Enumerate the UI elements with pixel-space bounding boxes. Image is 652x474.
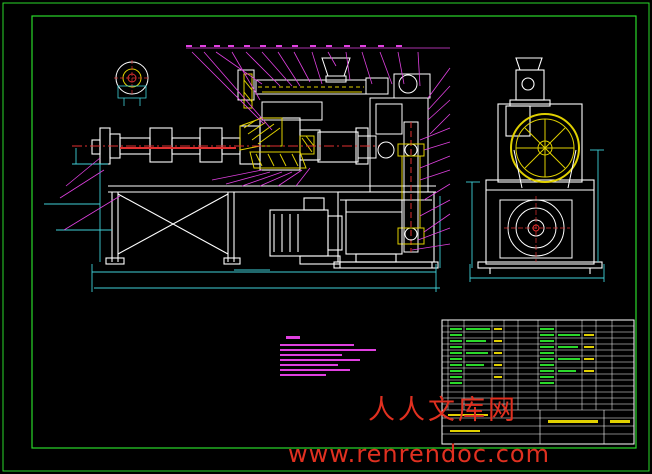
side-dimensions (466, 149, 605, 282)
pulley (510, 113, 580, 189)
feed-assembly (237, 57, 431, 193)
side-frame (477, 103, 603, 274)
side-motor (499, 196, 573, 262)
machine-stand (105, 185, 436, 265)
watermark-cn: 人人文库网 (368, 395, 518, 426)
title-block (442, 410, 634, 444)
table-text-yellow (494, 328, 594, 378)
front-view (72, 57, 439, 269)
part-leaders (59, 47, 451, 251)
extruder-barrel (91, 117, 369, 171)
screw-centerline (72, 145, 380, 149)
leader-label-marks (186, 45, 402, 47)
gearbox-pedestal (333, 191, 439, 269)
table-grid (442, 320, 634, 411)
side-hopper (505, 57, 551, 137)
table-text-green (450, 328, 580, 384)
front-dimensions (44, 148, 441, 292)
electric-motor (269, 197, 343, 265)
watermark-url: www.renrendoc.com (288, 440, 550, 468)
detail-view (114, 60, 150, 106)
technical-requirements (280, 336, 376, 376)
section-hatch (239, 73, 315, 169)
inner-frame (31, 15, 637, 449)
reducer (345, 199, 403, 263)
parts-list-table (441, 319, 635, 445)
title-block-text (448, 414, 630, 432)
side-view (466, 57, 605, 282)
